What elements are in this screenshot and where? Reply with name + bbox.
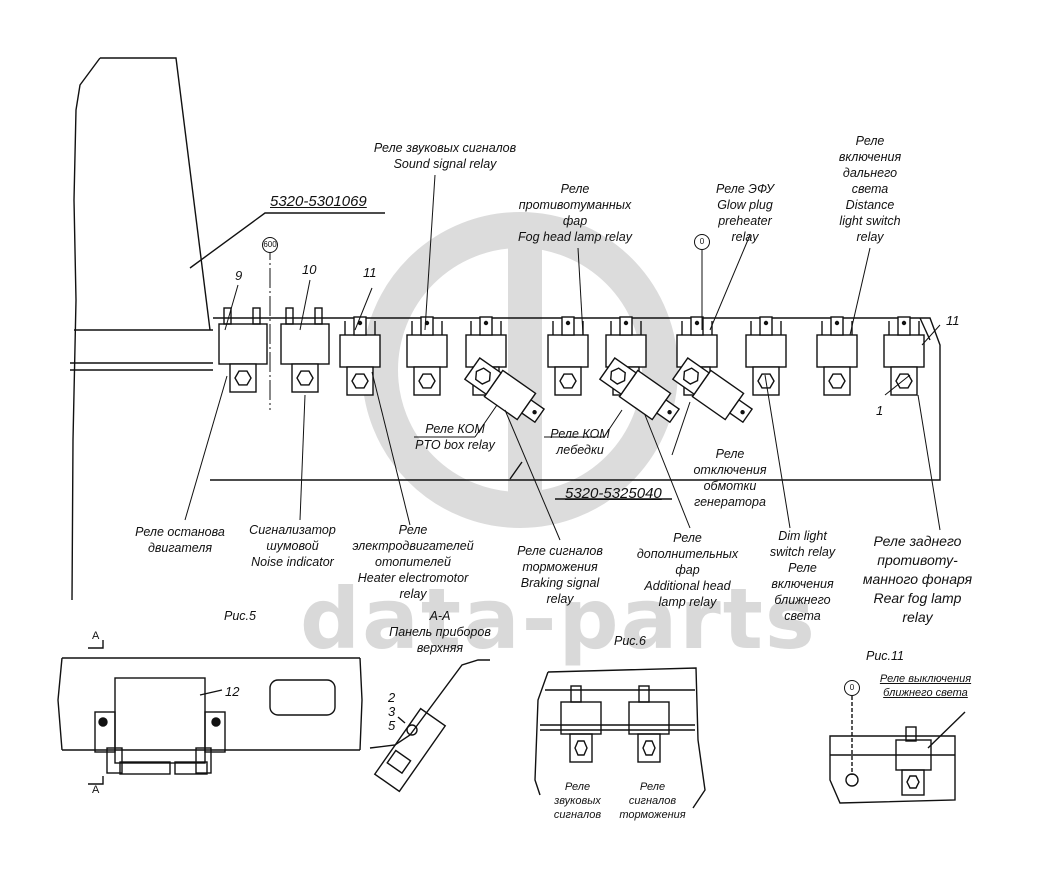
fig6-drawing <box>534 667 706 809</box>
badge-0-fig11: 0 <box>844 680 860 696</box>
label-engine-stop-relay: Реле останова двигателя <box>135 525 225 555</box>
relay-10 <box>280 307 330 393</box>
section-aa-caption: Панель приборов верхняя <box>389 625 491 655</box>
relay-11 <box>339 316 381 396</box>
relay-generator-winding <box>671 356 754 424</box>
relay-pto-box <box>463 356 546 424</box>
section-mark-top: А <box>92 630 100 642</box>
position-5: 5 <box>388 718 396 733</box>
relay-pto-winch <box>598 356 681 424</box>
panel-leader <box>509 461 672 500</box>
fig5-caption: Рис.5 <box>224 609 256 623</box>
label-noise-indicator: Сигнализатор шумовой Noise indicator <box>249 523 336 569</box>
label-fog-head-lamp-relay: Реле противотуманных фар Fog head lamp r… <box>518 182 632 244</box>
label-dim-light-relay: Dim light switch relay Реле включения бл… <box>769 529 836 623</box>
label-pto-winch-relay: Реле КОМ лебедки <box>550 427 610 457</box>
label-sound-signal-relay: Реле звуковых сигналов Sound signal rela… <box>373 141 517 171</box>
position-1: 1 <box>876 403 884 418</box>
fig6-label-sound-signal: Реле звуковых сигналов <box>553 781 602 821</box>
harness-part-number: 5320-5301069 <box>270 193 367 210</box>
label-additional-head-lamp-relay: Реле дополнительных фар Additional head … <box>636 531 739 609</box>
position-11-left: 11 <box>363 265 377 280</box>
label-rear-fog-lamp-relay: Реле заднего противоту- манного фонаря R… <box>862 533 973 625</box>
section-aa-drawing <box>369 659 490 793</box>
badge-600: 600 <box>262 237 278 253</box>
badge-0: 0 <box>694 234 710 250</box>
panel-part-number: 5320-5325040 <box>565 485 662 502</box>
label-heater-electromotor-relay: Реле электродвигателей отопителей Heater… <box>352 523 474 601</box>
fig5-drawing <box>57 640 363 785</box>
label-generator-winding-relay: Реле отключения обмотки генератора <box>693 447 767 509</box>
relay-sound-signal <box>406 316 448 396</box>
section-mark-bottom: А <box>92 784 100 796</box>
watermark-text: data-parts <box>300 570 817 668</box>
label-pto-box-relay: Реле КОМ PTO box relay <box>415 422 495 452</box>
label-glow-plug-relay: Реле ЭФУ Glow plug preheater relay <box>716 182 774 244</box>
position-12: 12 <box>225 684 240 699</box>
relay-9 <box>218 307 268 393</box>
section-aa-title: А-А <box>429 609 451 623</box>
fig6-label-braking-signal: Реле сигналов торможения <box>619 781 686 821</box>
position-3: 3 <box>388 704 396 719</box>
fig11-drawing <box>829 696 966 804</box>
position-9: 9 <box>235 268 243 283</box>
fig11-label-dim-light-off: Реле выключения ближнего света <box>879 673 972 699</box>
position-11-right: 11 <box>946 313 960 328</box>
position-10: 10 <box>302 262 317 277</box>
fig11-caption: Рис.11 <box>866 649 904 663</box>
leader-lines <box>184 174 941 541</box>
relay-rear-fog <box>883 316 925 396</box>
label-distance-light-relay: Реле включения дальнего света Distance l… <box>838 134 902 244</box>
instrument-panel-side <box>70 57 213 601</box>
relay-fog-head-lamp <box>547 316 589 396</box>
harness-leader <box>189 212 385 269</box>
position-2: 2 <box>388 690 396 705</box>
relay-dim-light <box>745 316 787 396</box>
fig6-caption: Рис.6 <box>614 634 646 648</box>
label-braking-signal-relay: Реле сигналов торможения Braking signal … <box>517 544 603 606</box>
relay-rail <box>210 317 941 481</box>
